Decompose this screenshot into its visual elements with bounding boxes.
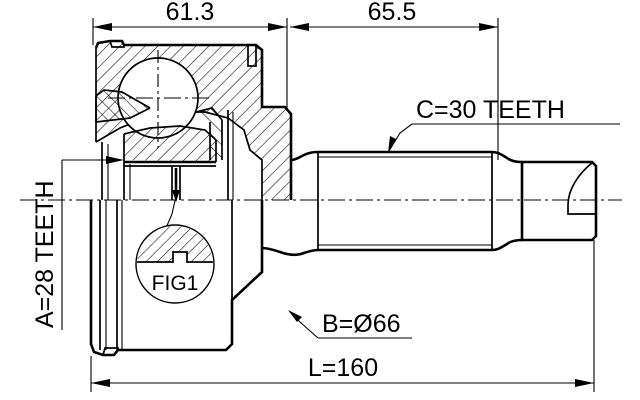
- callout-c-leader: [388, 123, 413, 152]
- arrowhead-left-65-5: [290, 23, 309, 31]
- dimension-extension-lines: [90, 18, 595, 392]
- dimension-label-61-3: 61.3: [166, 0, 215, 26]
- callout-a-label: A=28 TEETH: [31, 180, 59, 328]
- dimension-overall-length: L=160: [91, 354, 594, 387]
- shaft-end-chamfer-arc: [567, 162, 596, 215]
- arrowhead-left-61-3: [93, 23, 112, 31]
- housing-circlip-groove: [247, 45, 257, 67]
- dimension-label-65-5: 65.5: [368, 0, 417, 26]
- cage-upper-left-outline2: [95, 107, 151, 123]
- callout-c-arrowhead: [388, 136, 396, 153]
- cage-right-arm-hatch: [196, 108, 222, 160]
- fig1-leader-line: [165, 195, 177, 229]
- dimension-65-5: 65.5: [290, 0, 498, 31]
- dimension-label-L160: L=160: [308, 354, 378, 382]
- arrowhead-right-61-3: [268, 23, 287, 31]
- callout-c-label: C=30 TEETH: [416, 96, 565, 124]
- boot-groove-lower: [102, 347, 119, 356]
- stub-shaft: [261, 150, 598, 257]
- fig1-tooth-profile-outline: [137, 251, 213, 263]
- callout-b-label: B=Ø66: [322, 310, 401, 338]
- inner-race-outline-top: [123, 125, 217, 141]
- shaft-neck-lower: [261, 238, 523, 257]
- callout-c-30-teeth: C=30 TEETH: [388, 96, 620, 153]
- inner-race-hatch: [124, 126, 216, 162]
- callout-a-28-teeth: A=28 TEETH: [31, 156, 124, 330]
- callout-b-arrowhead: [288, 310, 302, 322]
- cage-right-arm-outline: [195, 107, 223, 160]
- spline-slot: [171, 166, 181, 200]
- fig1-label: FIG1: [152, 272, 199, 295]
- arrowhead-left-L160: [91, 379, 110, 387]
- callout-a-arrowhead: [106, 156, 124, 164]
- dimension-61-3: 61.3: [93, 0, 287, 31]
- callout-b-diameter: B=Ø66: [288, 310, 412, 339]
- cage-upper-left-outline: [95, 89, 151, 109]
- shaft-neck-upper: [290, 150, 523, 164]
- arrowhead-right-65-5: [479, 23, 498, 31]
- outer-race-housing: [20, 39, 622, 357]
- housing-lower-outline: [89, 200, 264, 357]
- arrowhead-right-L160: [575, 379, 594, 387]
- housing-top-notch: [109, 40, 125, 48]
